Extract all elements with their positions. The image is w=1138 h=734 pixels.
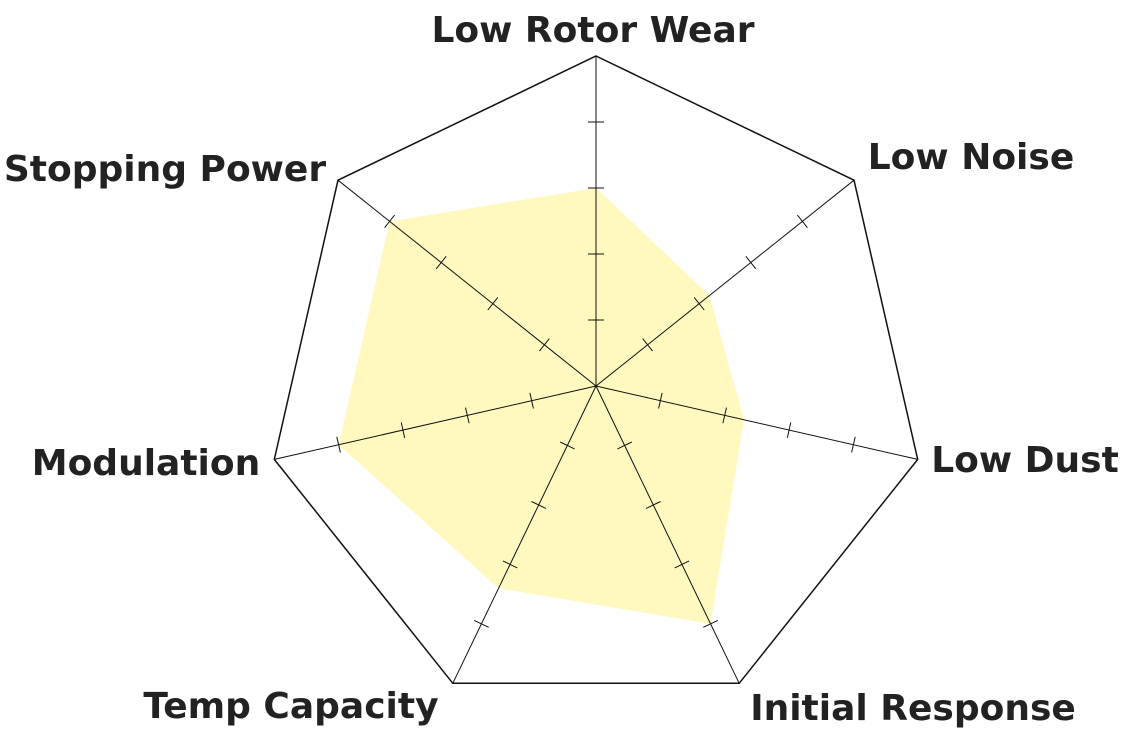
axis-tick [645,501,661,509]
axis-tick [797,214,808,229]
axis-tick [465,407,470,424]
axis-tick [617,441,633,450]
axis-label: Low Rotor Wear [431,10,754,51]
series-area [338,188,744,624]
axis-tick [473,619,489,628]
axis-spoke [274,385,597,460]
axis-label: Temp Capacity [143,686,438,727]
axis-tick [384,214,395,229]
outer-frame [273,55,919,685]
axis-tick [786,422,792,439]
axis-spoke [595,385,918,460]
axis-tick [722,407,727,424]
axis-tick [703,619,719,628]
axis-tick [658,392,663,409]
axis-tick [487,297,499,311]
axis-tick [642,338,653,352]
axis-tick [336,436,341,453]
grid-layer [273,55,919,685]
axis-tick [693,297,705,311]
axis-label: Low Noise [868,137,1075,178]
axis-tick [435,255,447,270]
axis-label: Low Dust [931,440,1119,481]
axis-label: Modulation [32,443,261,484]
axis-tick [559,441,575,450]
axis-label: Initial Response [750,688,1076,729]
axis-tick [539,338,550,352]
axis-tick [851,436,856,453]
axis-tick [674,560,690,569]
axis-spoke [595,179,855,387]
axis-tick [745,255,757,270]
axis-label: Stopping Power [4,149,326,190]
axis-tick [502,560,518,569]
series-layer [338,188,744,624]
axis-tick [529,392,534,409]
axis-spoke [595,385,740,684]
axis-tick [400,422,406,439]
axis-tick [531,501,547,509]
axis-spoke [337,179,597,387]
axis-spoke [452,385,597,684]
